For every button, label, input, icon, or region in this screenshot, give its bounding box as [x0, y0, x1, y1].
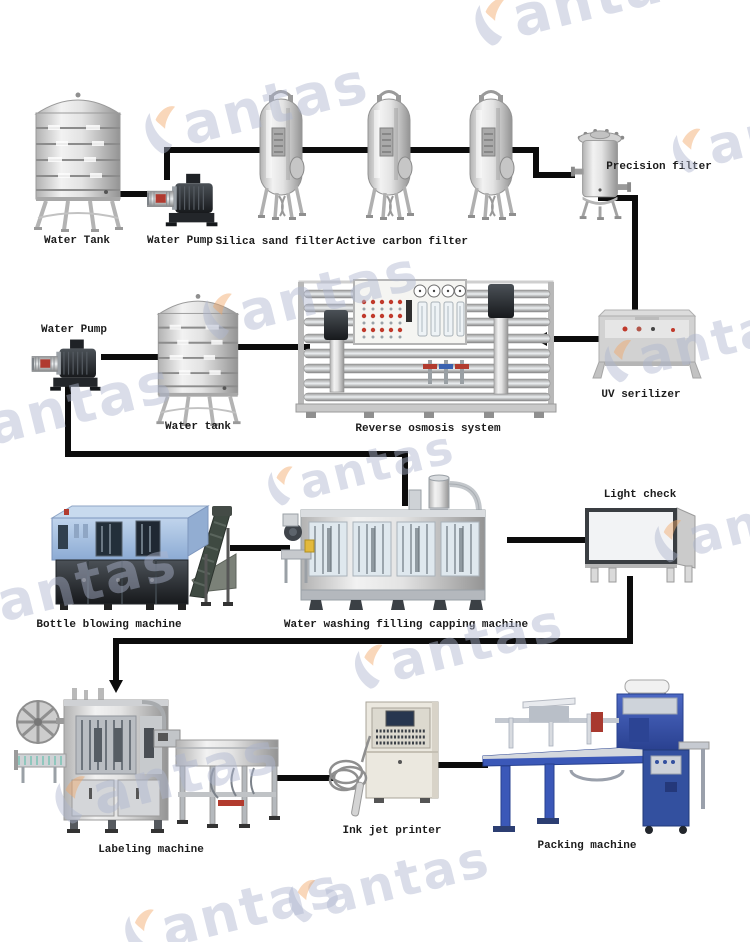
packing-machine-illustration	[479, 678, 711, 840]
label-active-carbon-filter: Active carbon filter	[335, 236, 469, 248]
leaf-icon	[145, 106, 176, 154]
label-reverse-osmosis: Reverse osmosis system	[355, 423, 501, 435]
leaf-icon	[673, 128, 701, 173]
flow-line	[230, 545, 290, 551]
antas-watermark: antas	[465, 0, 707, 57]
label-water-pump-2: Water Pump	[40, 324, 108, 336]
leaf-icon	[0, 580, 1, 639]
label-labeling: Labeling machine	[98, 844, 204, 856]
precision-filter-illustration	[570, 126, 632, 221]
label-filling: Water washing filling capping machine	[283, 619, 529, 631]
flow-line	[402, 451, 408, 506]
flow-line	[113, 638, 119, 682]
inkjet-printer-illustration	[326, 696, 444, 818]
flow-line	[627, 576, 633, 644]
flow-line	[533, 147, 539, 178]
water-pump-2-illustration	[28, 338, 106, 396]
flow-line	[65, 451, 408, 457]
label-water-tank-2: Water tank	[164, 421, 232, 433]
flow-line	[545, 336, 602, 342]
antas-watermark: antas	[115, 854, 349, 942]
label-light-check: Light check	[603, 489, 677, 501]
label-precision-filter: Precision filter	[606, 161, 712, 173]
flow-line	[632, 195, 638, 317]
label-inkjet: Ink jet printer	[342, 825, 442, 837]
flow-line	[598, 195, 638, 201]
flow-line	[113, 191, 157, 197]
label-bottle-blowing: Bottle blowing machine	[36, 619, 182, 631]
labeling-machine-illustration	[14, 688, 282, 840]
water-tank-1-illustration	[30, 84, 126, 232]
label-water-tank-1: Water Tank	[43, 235, 111, 247]
filling-machine-illustration	[281, 474, 503, 614]
watermark-text: antas	[315, 829, 497, 928]
water-tank-2-illustration	[152, 286, 244, 426]
flow-line	[65, 382, 71, 457]
watermark-text: antas	[701, 76, 750, 178]
active-carbon-filter-1-illustration	[360, 86, 418, 222]
flow-line	[438, 762, 488, 768]
flow-arrow-down	[109, 680, 123, 693]
leaf-icon	[288, 880, 316, 923]
flow-line	[164, 147, 539, 153]
label-water-pump-1: Water Pump	[146, 235, 214, 247]
watermark-text: antas	[154, 854, 349, 942]
watermark-text: antas	[506, 0, 707, 51]
flow-line	[238, 344, 310, 350]
flow-line	[533, 172, 575, 178]
flow-line	[275, 775, 335, 781]
active-carbon-filter-2-illustration	[462, 86, 520, 222]
water-pump-1-illustration	[147, 172, 219, 232]
label-uv-sterilizer: UV serilizer	[601, 389, 681, 401]
flow-line	[164, 148, 170, 180]
silica-sand-filter-illustration	[252, 86, 310, 222]
reverse-osmosis-illustration	[294, 276, 562, 420]
leaf-icon	[355, 644, 383, 689]
leaf-icon	[475, 0, 506, 46]
antas-watermark: antas	[279, 829, 497, 932]
flow-line	[115, 638, 633, 644]
bottle-blowing-illustration	[42, 494, 238, 616]
flow-line	[507, 537, 589, 543]
label-silica-sand-filter: Silica sand filter	[215, 236, 335, 248]
flow-line	[101, 354, 163, 360]
leaf-icon	[125, 909, 154, 942]
label-packing: Packing machine	[537, 840, 637, 852]
uv-sterilizer-illustration	[591, 308, 703, 380]
light-check-illustration	[583, 502, 701, 586]
